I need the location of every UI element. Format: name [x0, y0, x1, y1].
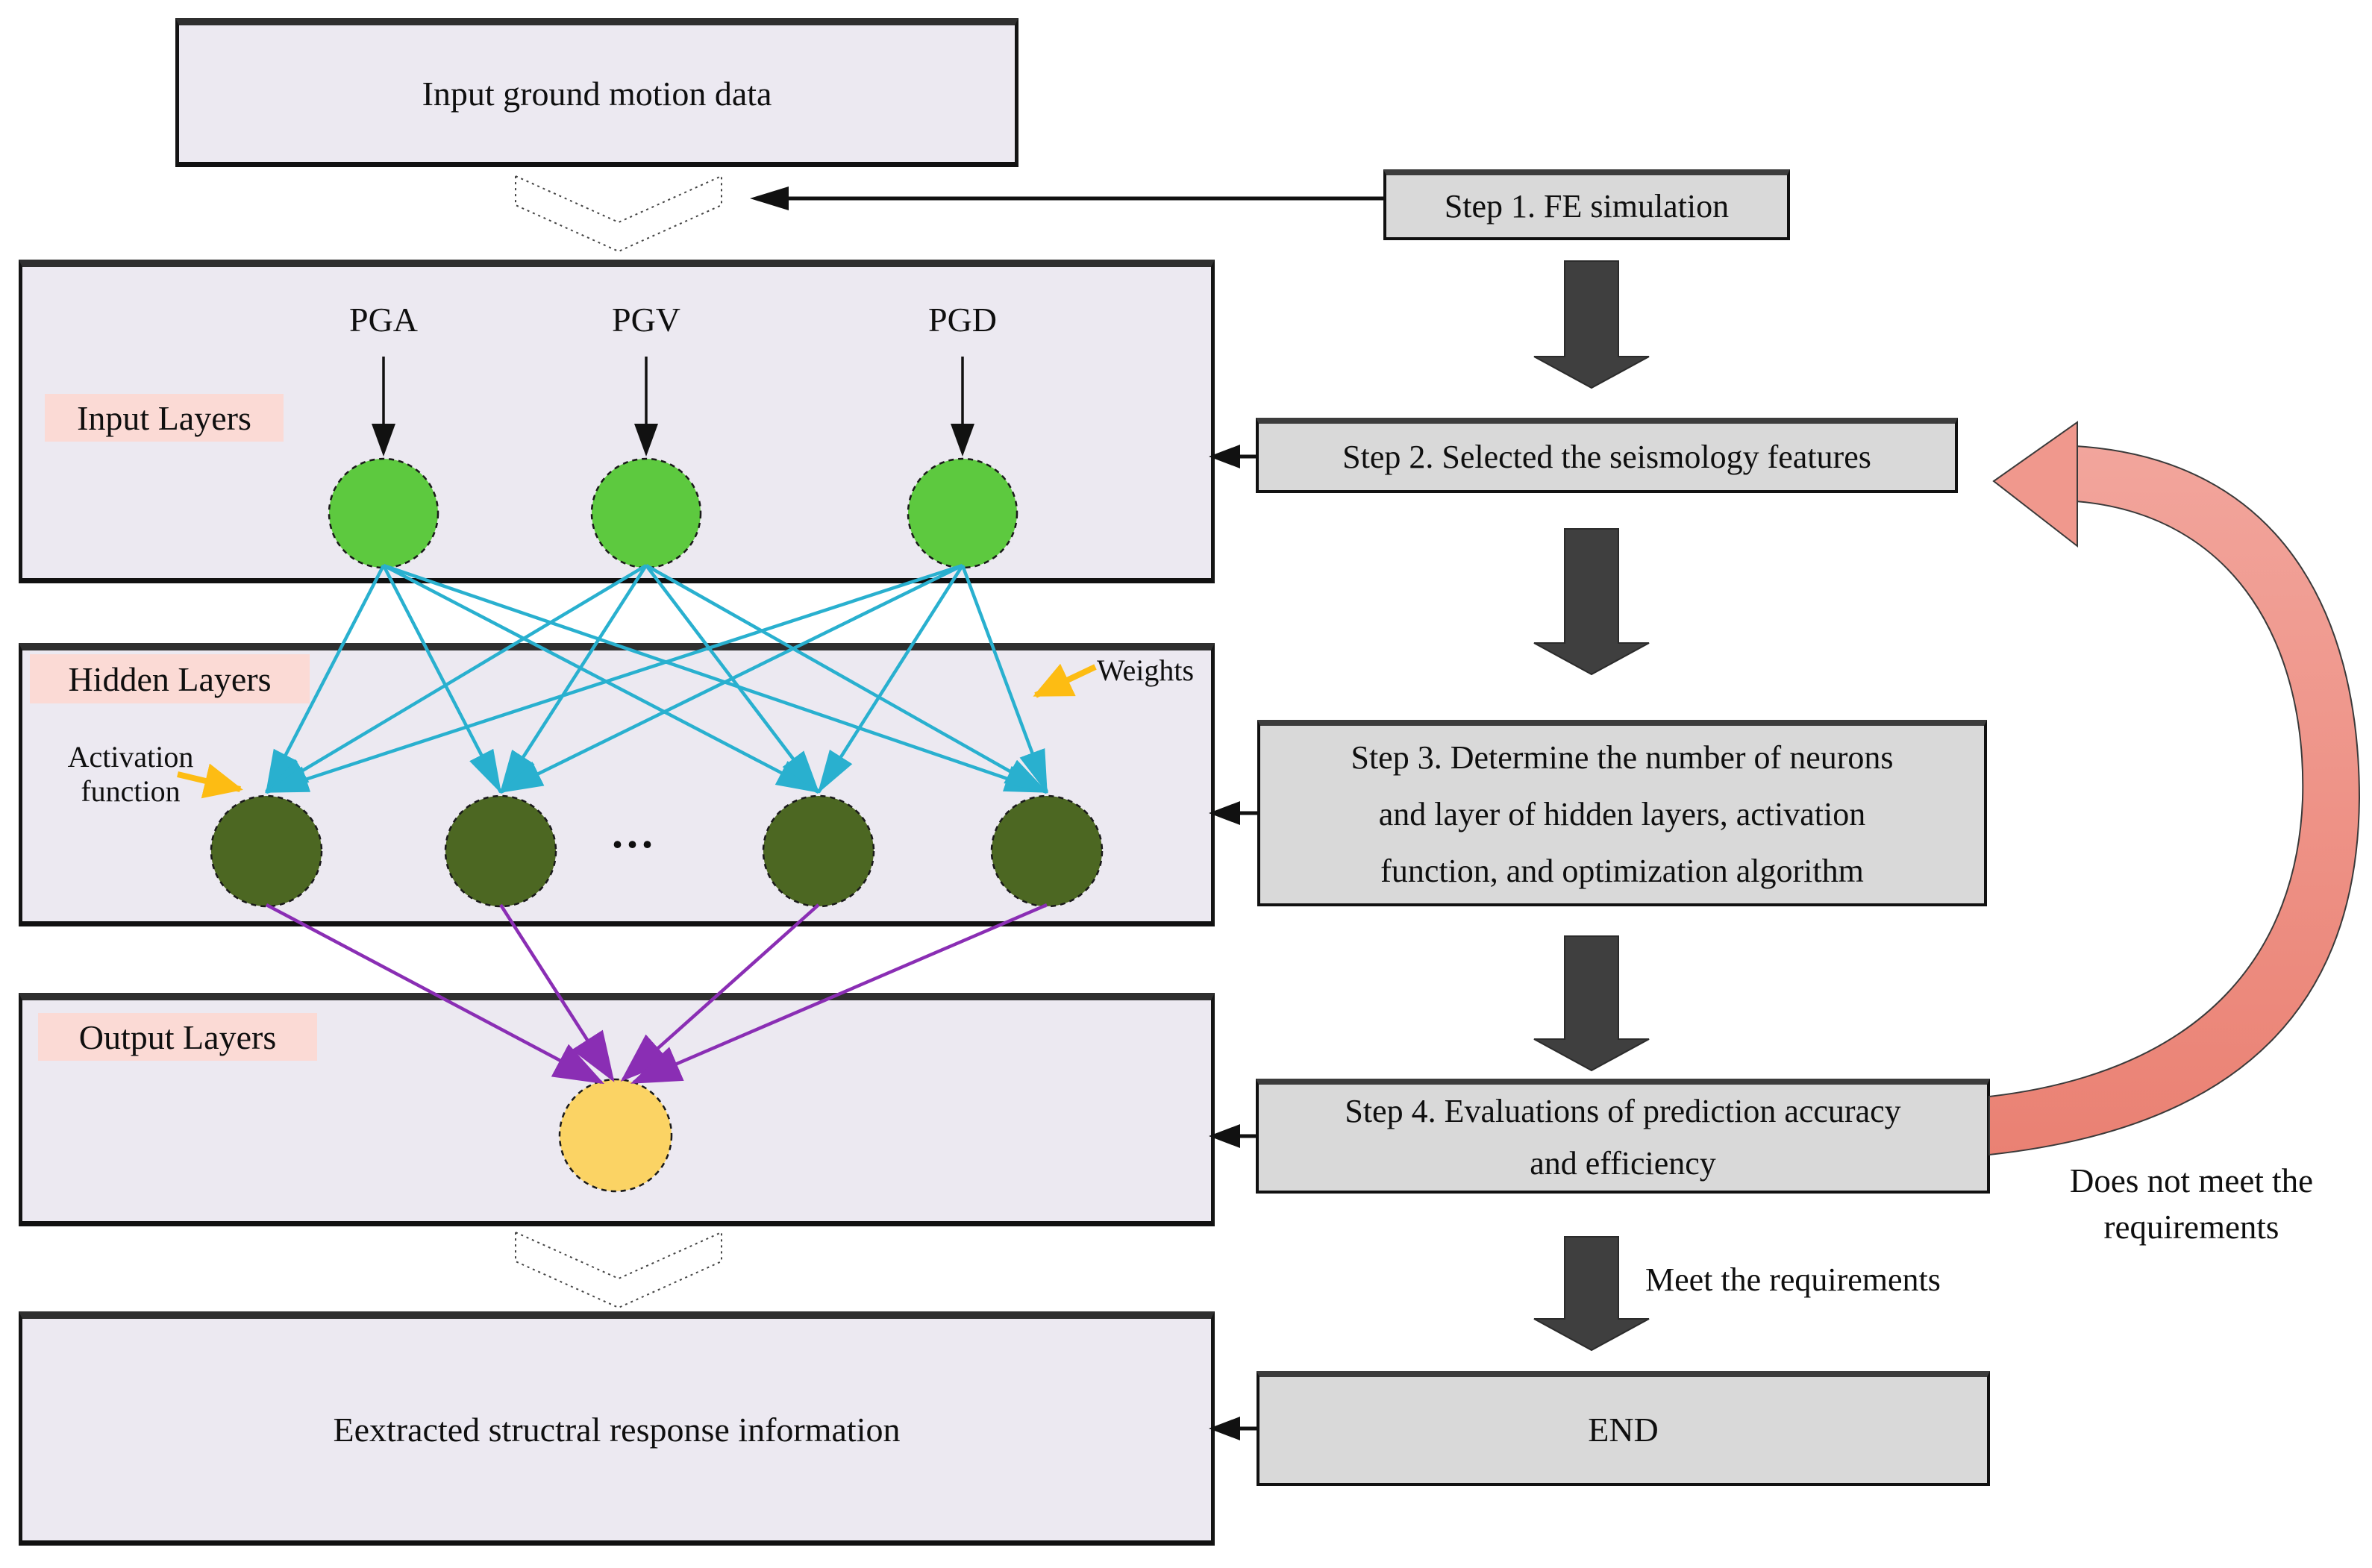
- chevron-down-icon-bottom: [515, 1231, 722, 1309]
- neuron-label-pga: PGA: [348, 301, 419, 339]
- not-meet-line1: Does not meet the: [2069, 1162, 2314, 1199]
- output-layers-label: Output Layers: [38, 1013, 317, 1061]
- input-ground-motion-box: Input ground motion data: [175, 18, 1018, 167]
- end-text: END: [1588, 1410, 1659, 1449]
- activation-line2: function: [81, 774, 181, 808]
- step1-to-diagram-arrow: [750, 186, 1384, 210]
- step4-to-diagram-arrow: [1209, 1124, 1257, 1148]
- step2-text: Step 2. Selected the seismology features: [1342, 438, 1871, 475]
- step1-box: Step 1. FE simulation: [1383, 169, 1790, 240]
- neuron-label-pgv: PGV: [611, 301, 681, 339]
- hidden-layers-label: Hidden Layers: [30, 654, 310, 703]
- step4-box: Step 4. Evaluations of prediction accura…: [1256, 1079, 1990, 1194]
- not-meet-line2: requirements: [2103, 1208, 2279, 1246]
- step3-text: Step 3. Determine the number of neurons …: [1351, 730, 1893, 899]
- arrow-step1-step2: [1533, 260, 1650, 389]
- weights-label: Weights: [1096, 653, 1195, 687]
- not-meet-requirements-label: Does not meet the requirements: [2011, 1158, 2372, 1250]
- input-layers-label: Input Layers: [45, 394, 284, 442]
- step3-box: Step 3. Determine the number of neurons …: [1257, 720, 1987, 906]
- extracted-response-box: Eextracted structral response informatio…: [19, 1311, 1215, 1546]
- step3-to-diagram-arrow: [1209, 801, 1258, 825]
- step3-line3: function, and optimization algorithm: [1380, 852, 1864, 889]
- step3-line1: Step 3. Determine the number of neurons: [1351, 739, 1894, 777]
- step3-line2: and layer of hidden layers, activation: [1378, 796, 1866, 833]
- end-to-diagram-arrow: [1209, 1417, 1257, 1440]
- output-layers-label-text: Output Layers: [78, 1017, 277, 1056]
- extracted-response-text: Eextracted structral response informatio…: [333, 1411, 901, 1449]
- step1-text: Step 1. FE simulation: [1444, 187, 1730, 225]
- step4-line2: and efficiency: [1530, 1145, 1716, 1182]
- hidden-layers-label-text: Hidden Layers: [68, 659, 272, 698]
- step2-box: Step 2. Selected the seismology features: [1256, 418, 1958, 493]
- arrow-step4-end: [1533, 1236, 1650, 1352]
- arrow-step2-step3: [1533, 528, 1650, 676]
- meet-requirements-label: Meet the requirements: [1645, 1261, 1941, 1298]
- hidden-neurons-ellipsis: ...: [612, 808, 657, 857]
- step4-line1: Step 4. Evaluations of prediction accura…: [1345, 1092, 1901, 1129]
- input-ground-motion-text: Input ground motion data: [422, 75, 772, 113]
- step4-text: Step 4. Evaluations of prediction accura…: [1345, 1085, 1900, 1191]
- step2-to-diagram-arrow: [1209, 445, 1257, 468]
- activation-function-label: Activation function: [37, 740, 224, 809]
- neuron-label-pgd: PGD: [927, 301, 998, 339]
- feedback-loop-arrow: [1988, 421, 2361, 1156]
- input-layers-label-text: Input Layers: [77, 398, 251, 437]
- arrow-step3-step4: [1533, 935, 1650, 1072]
- end-box: END: [1257, 1371, 1990, 1486]
- chevron-down-icon-top: [515, 175, 722, 253]
- activation-line1: Activation: [67, 740, 194, 774]
